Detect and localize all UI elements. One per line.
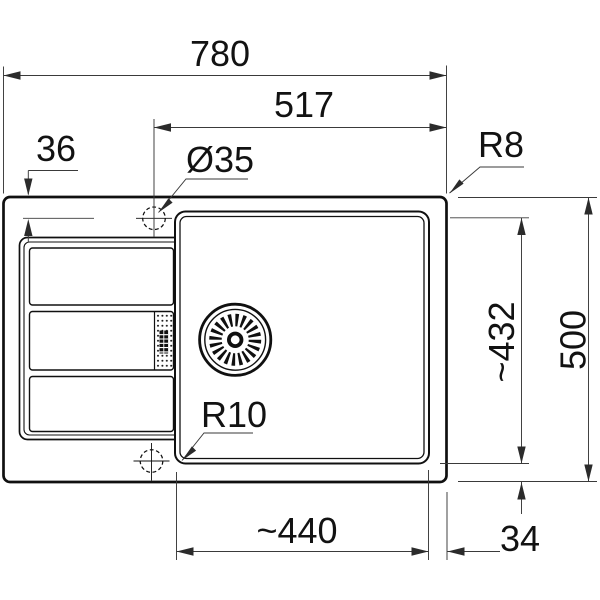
dim-overall-depth-label: 500: [553, 310, 594, 370]
drainer-groove-1: [28, 247, 175, 306]
overflow-detail: [155, 313, 173, 369]
dim-corner-radius-r8: R8: [449, 124, 524, 194]
dim-rim-gap: 34: [446, 481, 540, 560]
dim-hole-to-right: 517: [153, 84, 447, 237]
tap-hole-bottom: [133, 443, 170, 481]
drainer-groove-2: [28, 310, 175, 371]
drainer-grooves: [28, 247, 175, 433]
dim-hole-to-top-label: 36: [36, 128, 76, 169]
dim-overall-depth: 500: [458, 197, 597, 482]
dim-corner-radius-r10: R10: [181, 394, 267, 461]
dim-bowl-width: ~440: [176, 470, 429, 560]
dim-overall-width-label: 780: [190, 33, 250, 74]
dim-overall-width: 780: [3, 33, 447, 194]
dim-corner-radius-r8-label: R8: [478, 124, 524, 165]
dim-hole-diameter-label: Ø35: [186, 139, 254, 180]
dim-hole-to-right-label: 517: [274, 84, 334, 125]
dim-bowl-depth-label: ~432: [481, 301, 522, 382]
strainer-icon: [198, 302, 273, 377]
dim-rim-gap-label: 34: [500, 518, 540, 559]
dim-bowl-width-label: ~440: [256, 510, 337, 551]
bowl: [174, 210, 430, 465]
drainer-groove-3: [28, 375, 175, 433]
dim-hole-to-top: 36: [23, 128, 94, 243]
dim-bowl-depth: ~432: [440, 217, 529, 464]
dim-corner-radius-r10-label: R10: [201, 394, 267, 435]
dim-hole-diameter: Ø35: [158, 139, 254, 213]
